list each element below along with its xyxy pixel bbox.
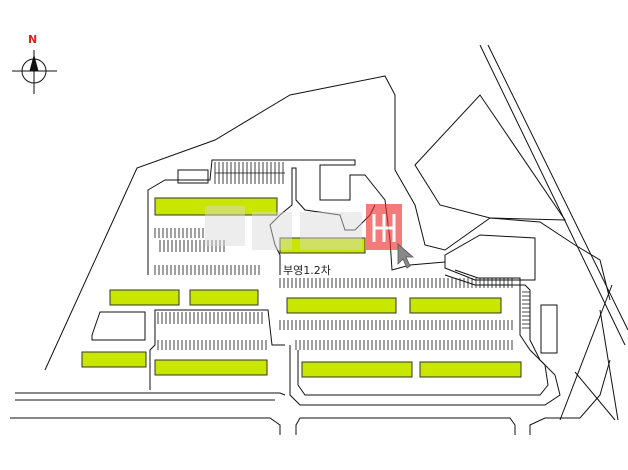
- parking-row-8: [295, 340, 513, 350]
- building-5: [286, 297, 397, 314]
- east-drive-inner: [297, 269, 549, 396]
- east-drive: [289, 274, 561, 406]
- compass-north-label: N: [28, 33, 38, 46]
- watermark: [205, 204, 402, 250]
- inner-road: [269, 167, 376, 275]
- watermark-glyph: [372, 214, 396, 242]
- parking-row-7: [157, 340, 267, 350]
- building-1: [154, 197, 278, 216]
- parking-row-10: [522, 291, 530, 329]
- building-10: [419, 361, 522, 378]
- road-edge-2: [487, 44, 628, 331]
- bottom-road-upper: [15, 392, 286, 396]
- watermark-gray-box-2: [252, 212, 292, 250]
- east-small-building: [540, 304, 558, 354]
- parking-row-3: [154, 265, 260, 275]
- site-boundary: [44, 75, 611, 371]
- parking-row-4: [279, 278, 513, 288]
- compass-rose-icon: [12, 50, 57, 94]
- bottom-road-low-mid: [295, 417, 516, 435]
- compass-arrow: [29, 54, 39, 72]
- complex-name-label: 부영1.2차: [283, 264, 331, 277]
- road-edge-4: [559, 284, 613, 421]
- building-9: [301, 361, 413, 378]
- parking-row-5: [279, 320, 513, 330]
- building-4: [189, 289, 259, 306]
- road-edge-5: [574, 371, 616, 421]
- building-6: [409, 297, 502, 314]
- building-8: [154, 359, 268, 376]
- small-block-top: [177, 169, 209, 184]
- hill-triangle: [414, 94, 566, 221]
- building-7: [81, 351, 147, 368]
- parking-row-9: [154, 228, 204, 238]
- bottom-road-low-left: [10, 417, 281, 435]
- bottom-road-right: [529, 359, 611, 435]
- parking-row-6: [157, 312, 263, 324]
- parking-row-2: [159, 240, 225, 252]
- parking-row-1: [214, 162, 285, 184]
- cursor-arrow-icon: [397, 243, 415, 269]
- apartment-buildings: [81, 197, 522, 378]
- west-building-block: [91, 311, 146, 341]
- road-edge-1: [479, 44, 626, 346]
- watermark-gray-box-3: [300, 212, 362, 250]
- west-wing-outline: [149, 309, 285, 390]
- building-3: [109, 289, 180, 306]
- watermark-gray-box-1: [205, 206, 245, 246]
- building-2: [279, 237, 366, 254]
- boundary-lines: [10, 44, 628, 435]
- parking-stalls: [154, 162, 530, 350]
- parking-lot-right: [444, 234, 536, 281]
